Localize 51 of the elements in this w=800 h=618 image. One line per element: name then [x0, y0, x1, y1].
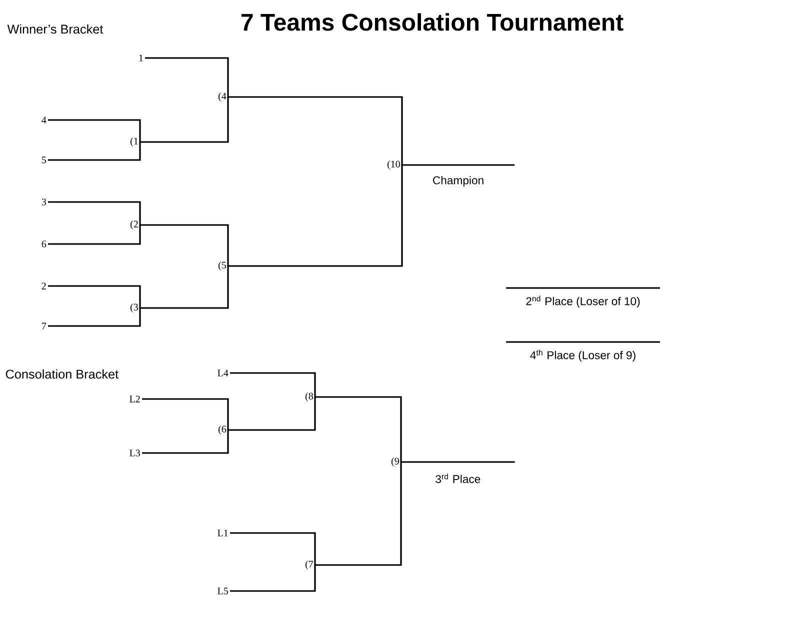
bracket-heading: Consolation Bracket — [6, 369, 118, 379]
team-label: 5 — [42, 156, 46, 164]
match-number: (8 — [306, 392, 314, 402]
result-label: 3$^{rd}$ Place — [436, 473, 480, 484]
bracket-line — [140, 266, 229, 309]
match-number: (5 — [218, 261, 226, 271]
match-number: (1 — [130, 137, 138, 147]
match-number: (3 — [130, 303, 138, 313]
team-label: L3 — [130, 450, 140, 456]
bracket-line — [230, 565, 316, 592]
bracket-line — [315, 396, 402, 462]
bracket-line — [401, 461, 515, 463]
team-label: L4 — [218, 370, 228, 376]
bracket-line — [402, 164, 515, 166]
bracket-line — [48, 201, 141, 225]
team-label: 1 — [139, 54, 143, 62]
bracket-line — [230, 372, 316, 397]
team-label: 3 — [42, 198, 46, 206]
bracket-line — [228, 397, 316, 431]
place-label: 2$^{nd}$ Place (Loser of 10) — [526, 296, 640, 308]
bracket-line — [228, 96, 403, 165]
bracket-line — [48, 225, 141, 245]
match-number: (6 — [218, 425, 226, 435]
bracket-heading: Winner’s Bracket — [7, 24, 104, 34]
match-number: (4 — [218, 92, 226, 102]
team-label: 2 — [42, 282, 46, 290]
bracket-line — [315, 462, 402, 566]
bracket-line — [48, 119, 141, 142]
match-number: (2 — [130, 220, 138, 230]
match-number: (7 — [306, 560, 314, 570]
team-label: 7 — [42, 322, 46, 330]
bracket-line — [48, 285, 141, 308]
bracket-line — [140, 97, 229, 143]
team-label: L1 — [218, 530, 228, 536]
result-label: Champion — [433, 176, 484, 187]
match-number: (10 — [388, 160, 400, 170]
bracket-line — [230, 532, 316, 565]
team-label: L2 — [130, 396, 140, 402]
bracket-line — [142, 398, 229, 430]
title: 7 Teams Consolation Tournament — [241, 13, 624, 31]
bracket-line — [48, 308, 141, 327]
bracket-line — [142, 430, 229, 454]
team-label: L5 — [218, 588, 228, 594]
team-label: 4 — [42, 116, 46, 124]
match-number: (9 — [392, 457, 399, 467]
team-label: 6 — [42, 240, 46, 248]
place-label: 4$^{th}$ Place (Loser of 9) — [530, 350, 636, 362]
bracket-line — [145, 57, 229, 97]
bracket-line — [228, 165, 403, 267]
bracket-line — [140, 224, 229, 266]
bracket-line — [48, 142, 141, 161]
